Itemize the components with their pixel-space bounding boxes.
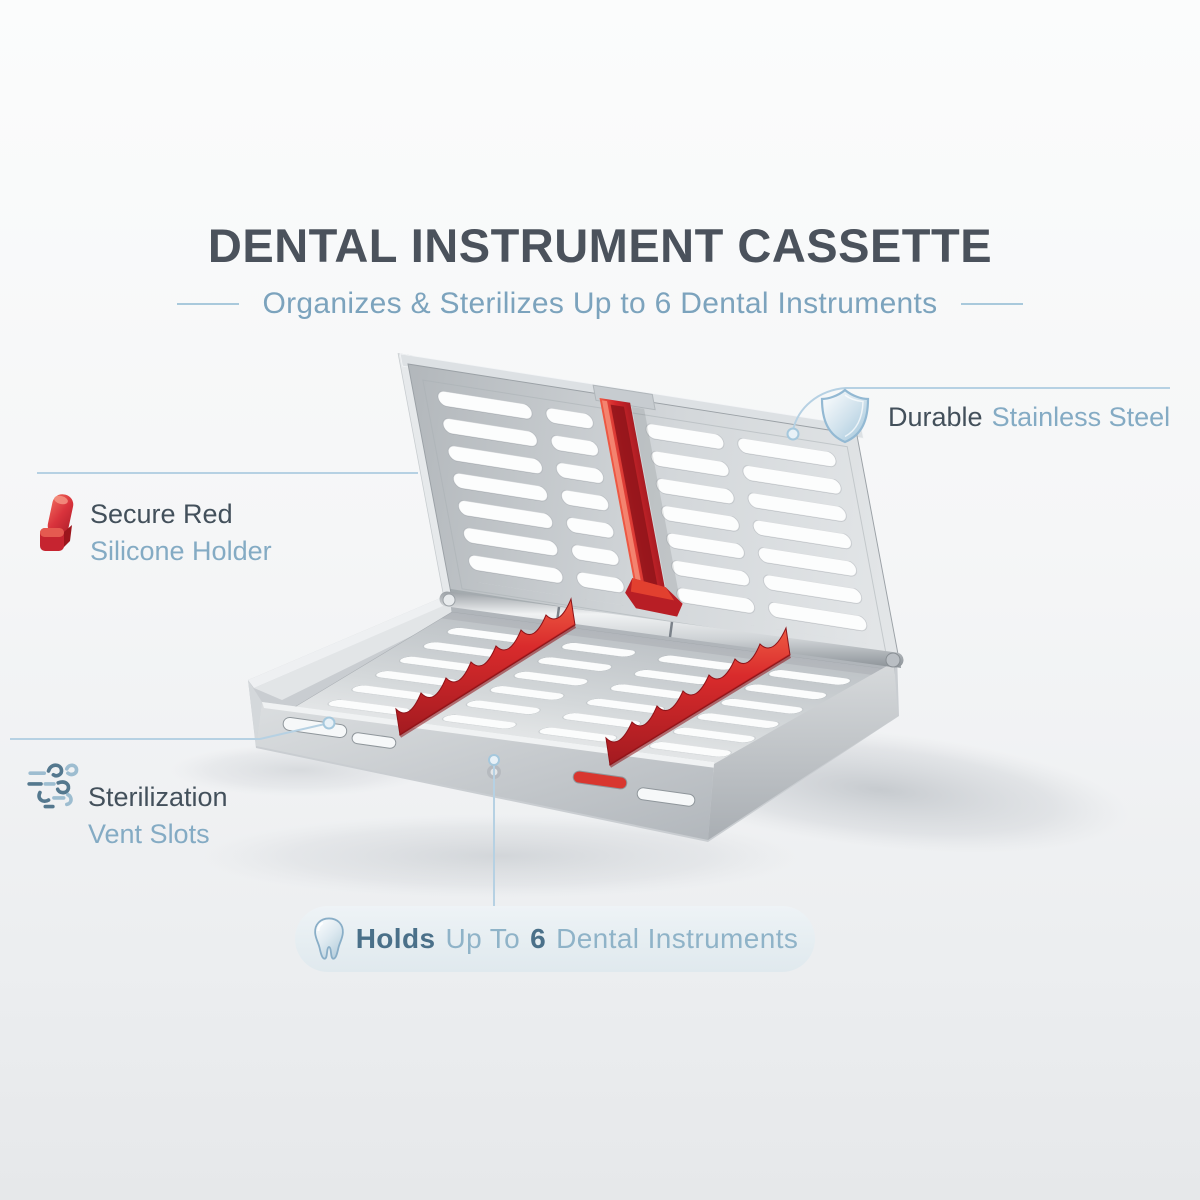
tooth-icon xyxy=(313,917,344,960)
callout-line-vents xyxy=(10,723,326,740)
lid-red-silicone-rail xyxy=(599,397,683,617)
red-holder-left xyxy=(395,597,576,736)
red-holder-right xyxy=(605,626,791,766)
base-left-rim xyxy=(248,594,454,688)
base-right-wall xyxy=(708,662,898,840)
callout-text-light: Vent Slots xyxy=(88,819,210,849)
callout-text-dark: Secure Red xyxy=(90,499,233,529)
subtitle-row: Organizes & Sterilizes Up to 6 Dental In… xyxy=(0,287,1200,321)
callout-text-dark: Durable xyxy=(888,402,983,432)
header: DENTAL INSTRUMENT CASSETTE Organizes & S… xyxy=(0,218,1200,321)
capacity-text-bold: Holds xyxy=(355,923,436,954)
page-title: DENTAL INSTRUMENT CASSETTE xyxy=(207,219,993,272)
vent-slot-red-visible xyxy=(572,770,628,790)
subtitle-rule-left xyxy=(176,303,239,305)
callout-dots xyxy=(322,427,800,766)
steam-vent-icon xyxy=(27,763,79,809)
callout-text-dark: Sterilization xyxy=(88,782,228,812)
capacity-count: 6 xyxy=(530,923,547,954)
lid-vent-slots xyxy=(412,386,897,649)
capacity-text-mid: Up To xyxy=(445,923,521,954)
page-subtitle: Organizes & Sterilizes Up to 6 Dental In… xyxy=(262,287,938,320)
callout-label-vent-slots: Sterilization Vent Slots xyxy=(88,779,228,853)
callout-label-silicone-holder: Secure Red Silicone Holder xyxy=(90,496,272,570)
callout-text-light: Stainless Steel xyxy=(991,402,1171,432)
shield-icon xyxy=(820,388,870,444)
silicone-holder-icon xyxy=(40,494,74,551)
base-inner-left-wall xyxy=(254,602,452,700)
capacity-text-tail: Dental Instruments xyxy=(556,923,799,954)
callout-line-stainless xyxy=(792,387,1170,431)
front-wall-vent-slots xyxy=(282,716,696,807)
subtitle-rule-right xyxy=(961,303,1024,305)
base-vent-slots xyxy=(289,624,875,769)
callout-lines xyxy=(10,387,1170,906)
callout-text-light: Silicone Holder xyxy=(90,536,272,566)
callout-label-stainless-steel: Durable Stainless Steel xyxy=(888,399,1170,436)
capacity-badge: Holds Up To 6 Dental Instruments xyxy=(295,906,815,972)
base-red-silicone-holders xyxy=(395,597,792,768)
